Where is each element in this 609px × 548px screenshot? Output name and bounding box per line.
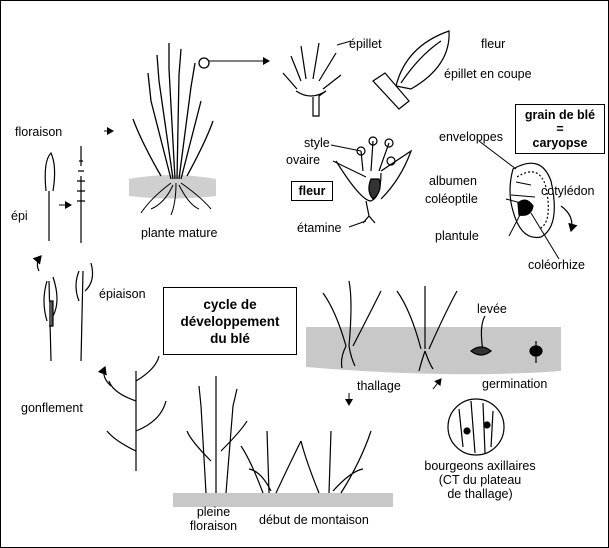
grain-box: grain de blé = caryopse [515,104,605,154]
grain-box-line2: = [556,122,564,136]
label-plante-mature: plante mature [141,226,218,240]
grain-box-line3: caryopse [532,136,588,150]
label-etamine: étamine [297,221,342,235]
label-bourgeons-line1: bourgeons axillaires [424,459,536,473]
full-flowering-drawing [186,376,248,494]
label-bourgeons-line2: (CT du plateau [438,473,522,487]
heading-drawing [43,262,94,362]
label-ovaire: ovaire [286,153,321,167]
label-germination: germination [482,377,548,391]
label-levee: levée [477,302,507,316]
title-line1: cycle de [203,297,257,312]
label-gonflement: gonflement [21,401,83,415]
label-cotyledon: cotylédon [541,184,595,198]
mature-plant-drawing [132,43,214,216]
grain-drawing [509,162,555,239]
label-epi: épi [11,209,28,223]
grain-box-line1: grain de blé [524,108,596,122]
fleur-box: fleur [291,181,333,201]
germination-drawing [529,341,543,363]
boot-drawing [106,355,167,471]
label-debut-montaison: début de montaison [259,513,369,527]
label-epillet: épillet [349,37,382,51]
label-floraison: floraison [15,125,63,139]
flowering-ears-drawing [44,146,85,243]
soil-strip-bottom [173,493,393,507]
label-bourgeons: bourgeons axillaires (CT du plateau de t… [419,459,541,501]
label-fleur: fleur [481,37,506,51]
early-stem-drawing [240,430,372,494]
floret-drawing [372,30,450,110]
label-epillet-coupe: épillet en coupe [444,67,532,81]
label-enveloppes: enveloppes [439,130,503,144]
title-line2: développement [180,314,280,329]
label-pleine-floraison: pleine floraison [186,505,241,533]
flower-drawing [335,136,413,224]
soil-strip-right [306,327,561,375]
axillary-buds-drawing [447,398,505,456]
spikelet-drawing [282,42,342,117]
label-plantule: plantule [435,229,479,243]
label-bourgeons-line3: de thallage) [447,487,513,501]
tillering-drawing [322,280,458,372]
title-line3: du blé [210,331,250,346]
emergence-drawing [470,315,492,356]
label-style: style [304,136,330,150]
label-coleoptile: coléoptile [425,192,478,206]
label-pleine-line2: floraison [189,519,238,533]
label-thallage: thallage [357,379,401,393]
label-albumen: albumen [429,174,477,188]
title-box: cycle de développement du blé [163,287,297,355]
label-epiaison: épiaison [99,287,146,301]
label-pleine-line1: pleine [196,505,231,519]
label-coleorhize: coléorhize [528,258,585,272]
